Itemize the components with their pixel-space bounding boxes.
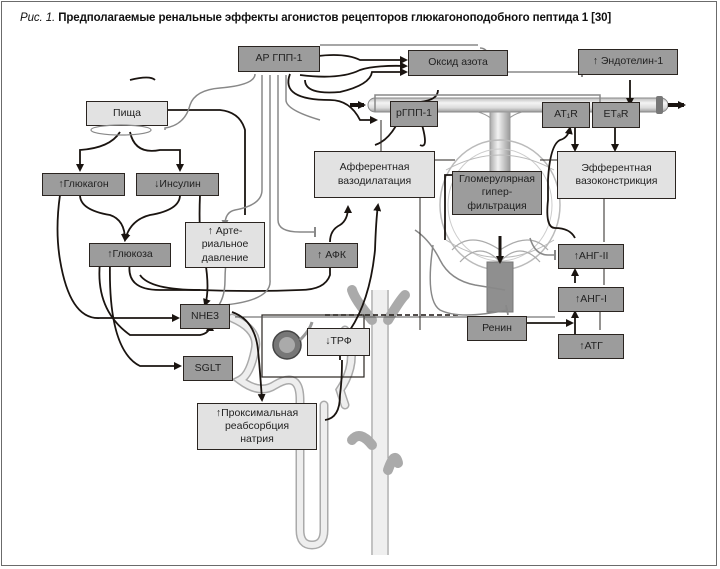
node-etar: ETₐR bbox=[592, 102, 640, 128]
figure-label: Рис. 1. bbox=[20, 12, 56, 24]
node-nhe3: NHE3 bbox=[180, 304, 230, 329]
node-afferent-line2: вазодилатация bbox=[337, 174, 412, 187]
node-efferent-line2: вазоконстрикция bbox=[575, 175, 658, 187]
node-insulin-label: ↓Инсулин bbox=[154, 177, 201, 190]
node-etar-label: ETₐR bbox=[603, 108, 629, 121]
node-food: Пища bbox=[86, 101, 168, 126]
node-efferent-line1: Эфферентная bbox=[581, 161, 652, 174]
node-ang1: ↑АНГ-I bbox=[558, 287, 624, 312]
node-glomerular-line3: фильтрация bbox=[467, 199, 527, 212]
node-bp-line2: риальное bbox=[201, 238, 249, 251]
node-proximal-line2: реабсорбция bbox=[224, 419, 290, 432]
node-endothelin: ↑ Эндотелин-1 bbox=[578, 49, 678, 75]
node-trf: ↓ТРФ bbox=[307, 328, 370, 356]
node-ar-glp1-label: АР ГПП-1 bbox=[255, 52, 303, 65]
node-renin-label: Ренин bbox=[482, 321, 512, 334]
glomerulus-inset bbox=[261, 314, 365, 378]
node-ar-glp1: АР ГПП-1 bbox=[238, 46, 320, 72]
node-ang2: ↑АНГ-II bbox=[558, 244, 624, 269]
node-sglt: SGLT bbox=[183, 356, 233, 381]
node-at1r-label: AT₁R bbox=[554, 108, 578, 121]
node-glomerular-line2: гипер- bbox=[481, 186, 513, 199]
node-ang1-label: ↑АНГ-I bbox=[575, 292, 607, 305]
node-afk-label: ↑ АФК bbox=[317, 248, 346, 261]
node-insulin: ↓Инсулин bbox=[136, 173, 219, 196]
node-nhe3-label: NHE3 bbox=[190, 309, 219, 322]
node-bp-line3: давление bbox=[201, 251, 249, 264]
node-trf-label: ↓ТРФ bbox=[325, 335, 352, 348]
node-rglp1: рГПП-1 bbox=[390, 101, 438, 127]
figure-title: Предполагаемые ренальные эффекты агонист… bbox=[58, 12, 612, 24]
node-sglt-label: SGLT bbox=[194, 361, 222, 374]
node-proximal-line3: натрия bbox=[240, 433, 274, 446]
node-at1r: AT₁R bbox=[542, 102, 590, 128]
node-renin: Ренин bbox=[467, 316, 527, 341]
node-glucose: ↑Глюкоза bbox=[89, 243, 171, 267]
node-glucagon: ↑Глюкагон bbox=[42, 173, 125, 196]
node-glucagon-label: ↑Глюкагон bbox=[58, 177, 109, 190]
figure-caption: Рис. 1. Предполагаемые ренальные эффекты… bbox=[20, 12, 611, 24]
node-proximal-line1: ↑Проксимальная bbox=[215, 406, 299, 419]
node-nitric-oxide-label: Оксид азота bbox=[428, 56, 488, 69]
node-afk: ↑ АФК bbox=[305, 243, 358, 268]
food-bundle-ellipse bbox=[90, 124, 152, 136]
node-atg-label: ↑АТГ bbox=[579, 339, 603, 352]
node-bp-line1: ↑ Арте- bbox=[207, 225, 243, 238]
node-glucose-label: ↑Глюкоза bbox=[107, 248, 153, 261]
node-rglp1-label: рГПП-1 bbox=[396, 107, 432, 120]
node-food-label: Пища bbox=[113, 106, 141, 119]
node-afferent-line1: Афферентная bbox=[339, 161, 410, 174]
node-atg: ↑АТГ bbox=[558, 334, 624, 359]
node-ang2-label: ↑АНГ-II bbox=[573, 249, 609, 262]
node-endothelin-label: ↑ Эндотелин-1 bbox=[592, 55, 664, 68]
black-connectors bbox=[56, 54, 634, 421]
grey-connectors bbox=[164, 44, 601, 316]
node-nitric-oxide: Оксид азота bbox=[408, 50, 508, 76]
node-glomerular-line1: Гломерулярная bbox=[459, 173, 535, 186]
